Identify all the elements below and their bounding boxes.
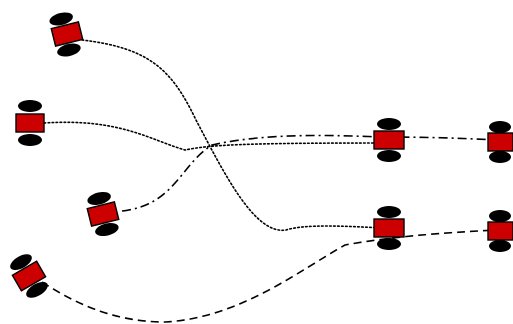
- wheel-icon: [377, 150, 401, 162]
- robot-body: [487, 221, 513, 241]
- wheel-icon: [489, 240, 511, 252]
- robot-goal-bottom: [487, 210, 513, 252]
- robot-goal-top: [487, 121, 513, 163]
- wheel-icon: [57, 43, 81, 57]
- wheel-icon: [377, 238, 401, 250]
- wheel-icon: [377, 118, 401, 130]
- trajectory-start-3-dashdot: [121, 134, 497, 212]
- wheel-icon: [489, 121, 511, 133]
- robot-start-1: [49, 12, 84, 57]
- robot-body: [373, 218, 405, 238]
- wheel-icon: [18, 100, 42, 112]
- robot-body: [11, 260, 47, 292]
- trajectory-start-1-dotted: [81, 39, 383, 231]
- robot-body: [487, 132, 513, 152]
- robot-mid-bottom: [373, 206, 405, 250]
- wheel-icon: [489, 210, 511, 222]
- robot-body: [50, 21, 84, 47]
- robot-body: [86, 201, 120, 227]
- robots: [10, 12, 513, 298]
- robot-body: [15, 113, 45, 133]
- wheel-icon: [10, 254, 32, 271]
- wheel-icon: [377, 206, 401, 218]
- trajectories: [41, 39, 497, 323]
- robot-start-3: [86, 191, 120, 237]
- wheel-icon: [87, 191, 111, 205]
- wheel-icon: [489, 151, 511, 163]
- wheel-icon: [26, 281, 48, 298]
- wheel-icon: [49, 12, 73, 26]
- trajectory-start-4-dashed: [41, 229, 497, 323]
- wheel-icon: [18, 134, 42, 146]
- trajectory-start-2-dotted: [43, 121, 381, 151]
- robot-mid-top: [373, 118, 405, 162]
- robot-body: [373, 130, 405, 150]
- robot-start-4: [10, 254, 48, 298]
- robot-start-2: [15, 100, 45, 146]
- wheel-icon: [95, 223, 119, 237]
